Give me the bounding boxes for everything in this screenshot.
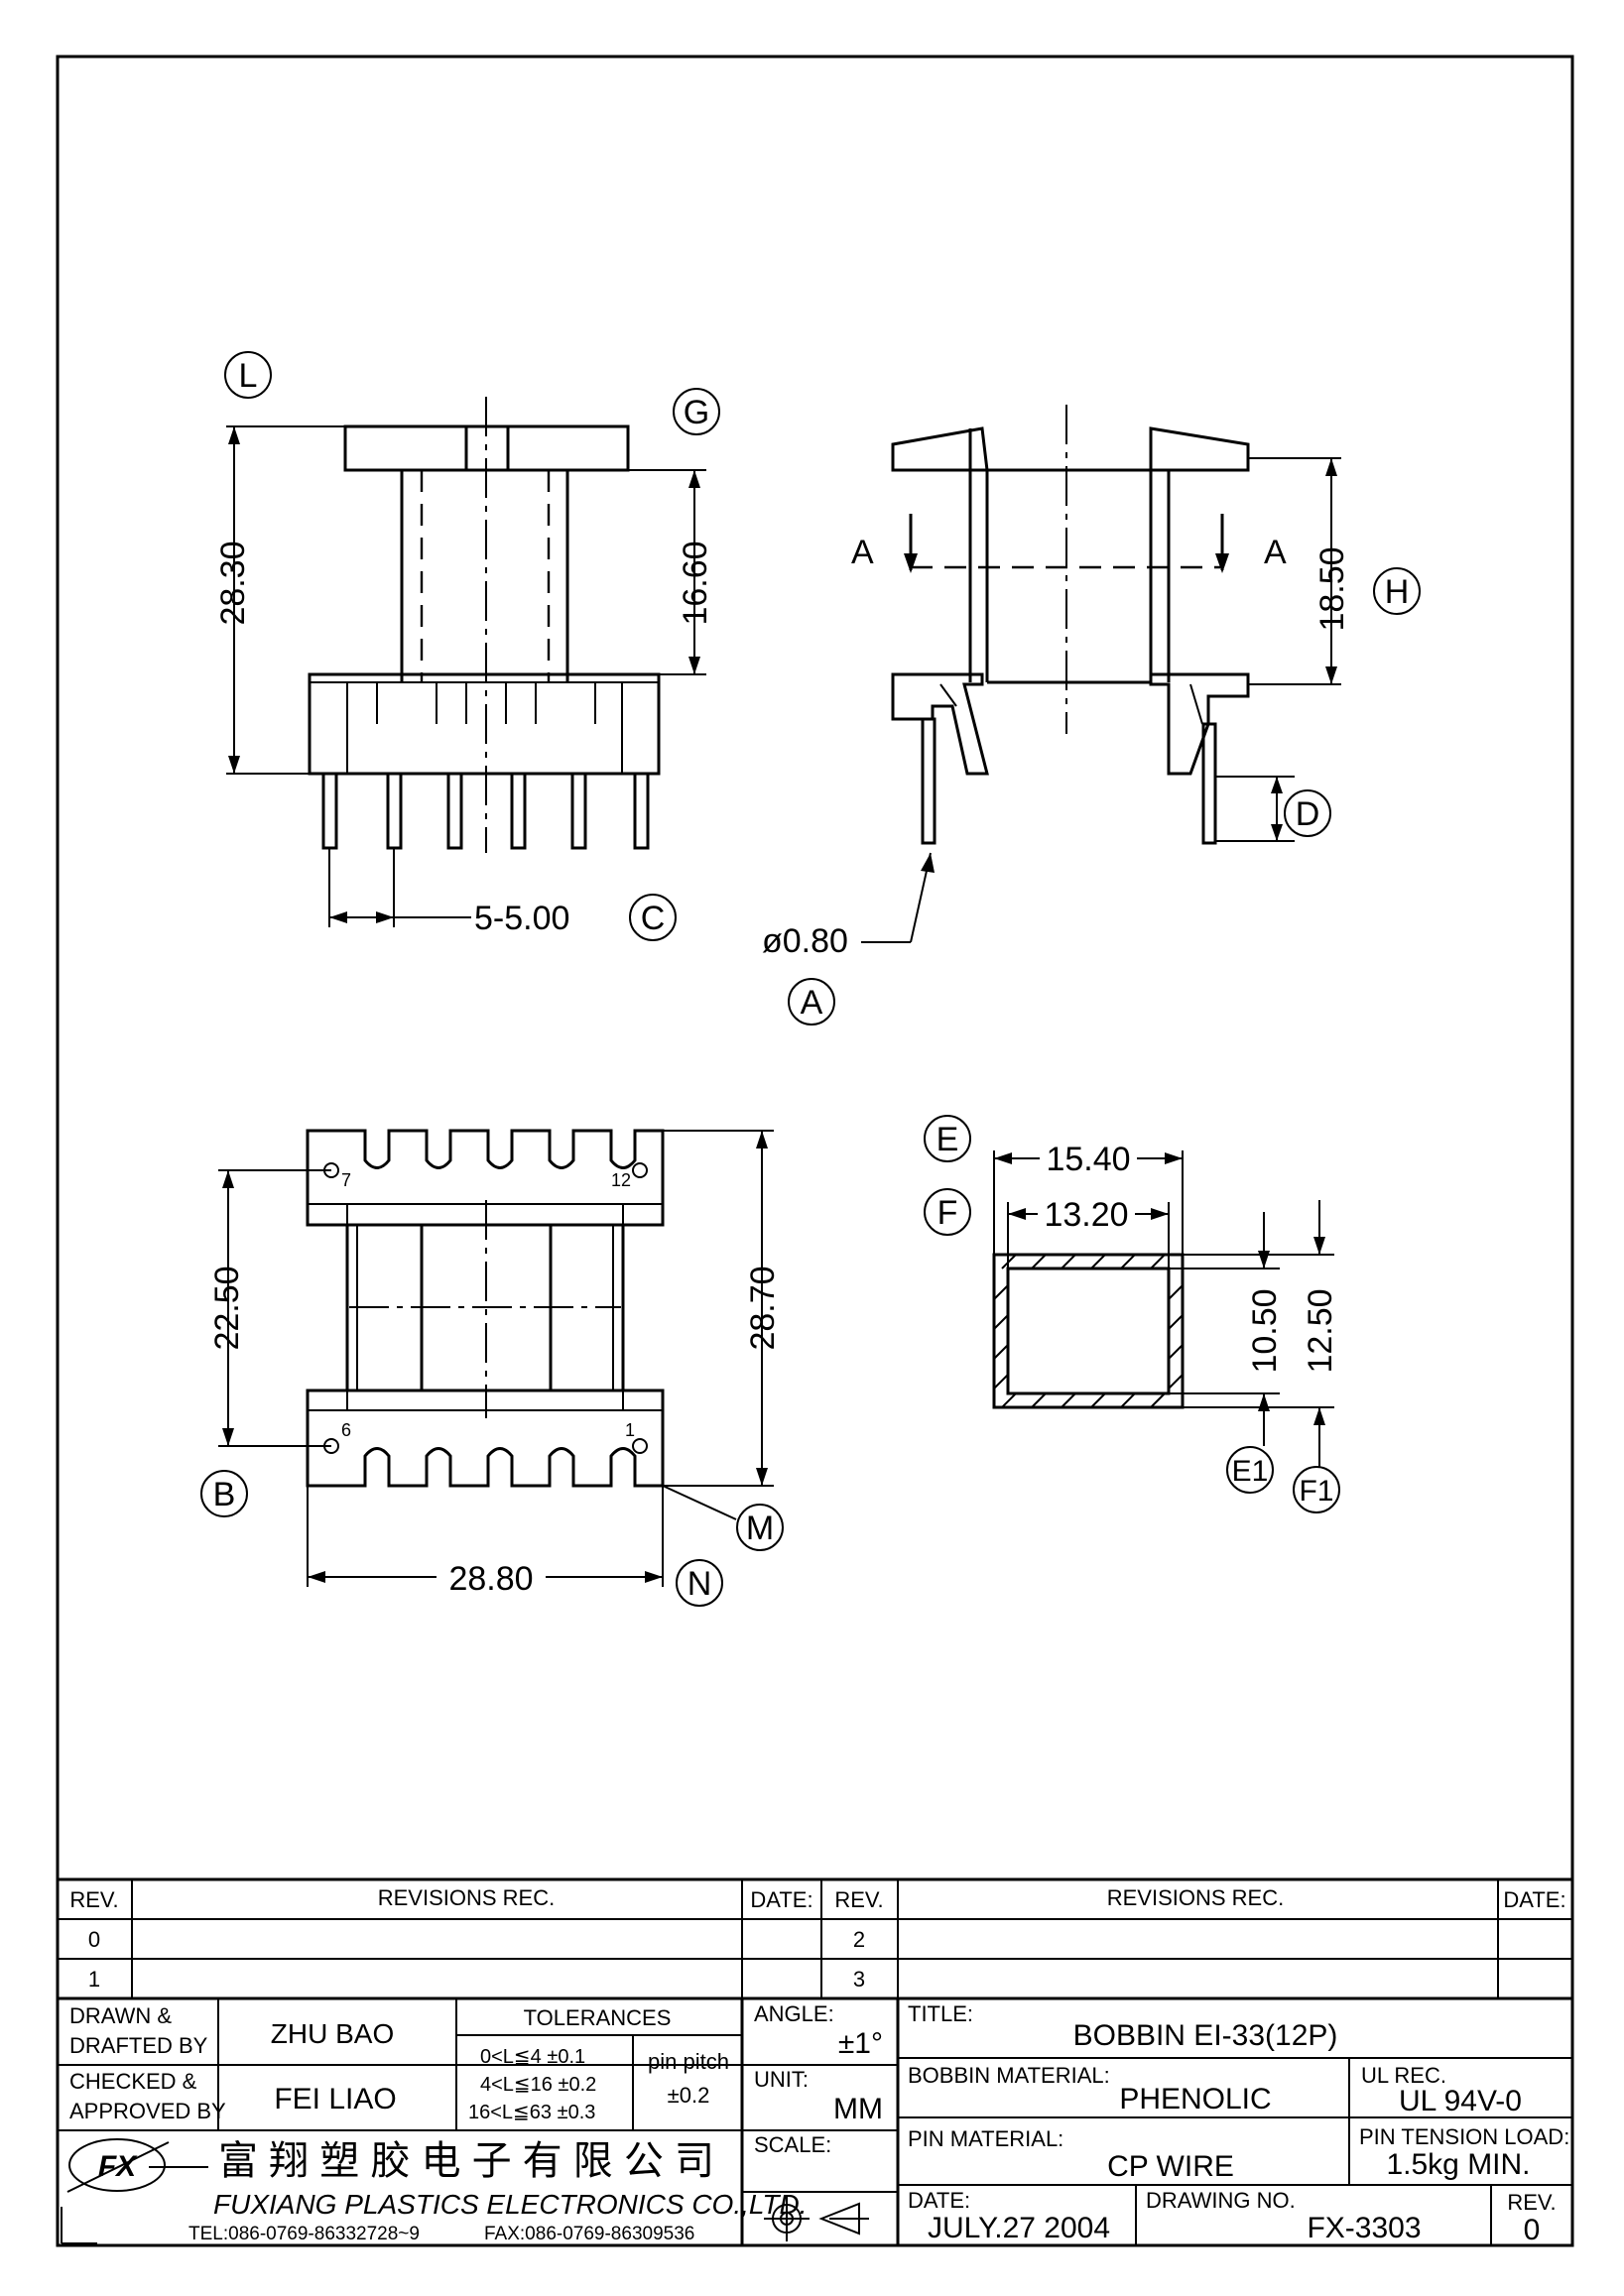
- pin-pitch-value: ±0.2: [668, 2083, 710, 2108]
- date-col-header-left: DATE:: [750, 1887, 812, 1912]
- tolerance-row-3: 16<L≦63 ±0.3: [468, 2102, 595, 2123]
- date-label: DATE:: [908, 2188, 970, 2213]
- callout-H: H: [1385, 573, 1410, 611]
- drawn-value: ZHU BAO: [271, 2018, 394, 2049]
- pin-number-7: 7: [341, 1170, 351, 1190]
- tolerance-row-2: 4<L≦16 ±0.2: [480, 2074, 596, 2096]
- callout-N: N: [687, 1565, 712, 1603]
- dim-pin-dia: ø0.80: [762, 922, 848, 960]
- callout-D: D: [1296, 795, 1320, 833]
- sheet-frame: [56, 55, 1574, 2247]
- title-block: REV. REVISIONS REC. DATE: REV. REVISIONS…: [58, 1877, 1572, 2246]
- rev-row-0: 0: [88, 1927, 100, 1952]
- callout-E1: E1: [1232, 1455, 1269, 1488]
- ul-label: UL REC.: [1361, 2063, 1446, 2088]
- pin-number-6: 6: [341, 1420, 351, 1440]
- callout-G: G: [684, 394, 709, 431]
- company-tel: TEL:086-0769-86332728~9: [188, 2224, 420, 2244]
- dim-10-50: 10.50: [1246, 1288, 1284, 1373]
- rev-label: REV.: [1507, 2190, 1556, 2215]
- pin-material-label: PIN MATERIAL:: [908, 2126, 1063, 2151]
- callout-L: L: [239, 357, 258, 395]
- callout-E: E: [937, 1121, 959, 1158]
- scale-label: SCALE:: [754, 2132, 831, 2157]
- bobbin-material-value: PHENOLIC: [1119, 2083, 1271, 2115]
- dim-16-60: 16.60: [677, 541, 714, 625]
- front-view: 28.30 16.60 5-5.00 L G C: [214, 351, 720, 941]
- tension-value: 1.5kg MIN.: [1386, 2148, 1530, 2181]
- dim-22-50: 22.50: [208, 1266, 246, 1350]
- company-name-cn: 富 翔 塑 胶 电 子 有 限 公 司: [218, 2139, 714, 2183]
- rev-value: 0: [1524, 2214, 1541, 2246]
- side-view: A A 18.50 H D ø0.80 A: [762, 405, 1421, 1026]
- title-value: BOBBIN EI-33(12P): [1073, 2019, 1338, 2052]
- dim-28-30: 28.30: [214, 541, 252, 625]
- rec-col-header-right: REVISIONS REC.: [1107, 1885, 1284, 1910]
- unit-label: UNIT:: [754, 2067, 809, 2092]
- date-col-header-right: DATE:: [1503, 1887, 1565, 1912]
- logo-text: FX: [98, 2150, 138, 2183]
- angle-value: ±1°: [838, 2027, 883, 2060]
- section-view: 15.40 13.20 E F 10.50 12.50 E1 F1: [924, 1115, 1340, 1513]
- checked-label-2: APPROVED BY: [69, 2099, 226, 2123]
- rev-col-header-left: REV.: [69, 1887, 118, 1912]
- tension-label: PIN TENSION LOAD:: [1359, 2124, 1569, 2149]
- dim-18-50: 18.50: [1313, 546, 1351, 631]
- checked-value: FEI LIAO: [274, 2083, 396, 2115]
- pin-number-12: 12: [611, 1170, 631, 1190]
- tolerances-label: TOLERANCES: [524, 2005, 672, 2030]
- dim-13-20: 13.20: [1044, 1196, 1128, 1234]
- title-label: TITLE:: [908, 2001, 973, 2026]
- tolerance-row-1: 0<L≦4 ±0.1: [480, 2046, 585, 2068]
- company-fax: FAX:086-0769-86309536: [484, 2224, 694, 2244]
- pin-pitch-label: pin pitch: [648, 2049, 729, 2074]
- callout-M: M: [746, 1510, 774, 1547]
- rev-row-3: 3: [853, 1967, 865, 1992]
- section-label-right: A: [1264, 534, 1287, 571]
- company-name-en: FUXIANG PLASTICS ELECTRONICS CO.,LTD.: [213, 2189, 807, 2220]
- section-label-left: A: [851, 534, 874, 571]
- rev-row-2: 2: [853, 1927, 865, 1952]
- date-value: JULY.27 2004: [928, 2212, 1110, 2244]
- rec-col-header-left: REVISIONS REC.: [378, 1885, 555, 1910]
- callout-C: C: [641, 900, 666, 937]
- pin-number-1: 1: [625, 1420, 635, 1440]
- pin-material-value: CP WIRE: [1107, 2150, 1234, 2183]
- drawn-label-1: DRAWN &: [69, 2003, 172, 2028]
- checked-label-1: CHECKED &: [69, 2069, 197, 2094]
- drawing-no-label: DRAWING NO.: [1146, 2188, 1296, 2213]
- company-logo: FX: [66, 2138, 208, 2193]
- bobbin-material-label: BOBBIN MATERIAL:: [908, 2063, 1110, 2088]
- callout-B: B: [213, 1476, 236, 1513]
- bottom-view: 7 12 6 1 22.50 28.70: [200, 1129, 784, 1607]
- dim-pitch: 5-5.00: [474, 900, 569, 937]
- projection-symbol-icon: [764, 2196, 869, 2241]
- ul-value: UL 94V-0: [1399, 2085, 1522, 2117]
- callout-F: F: [937, 1194, 958, 1232]
- callout-F1: F1: [1299, 1475, 1333, 1508]
- drawing-no-value: FX-3303: [1307, 2212, 1421, 2244]
- dim-28-70: 28.70: [744, 1266, 782, 1350]
- rev-row-1: 1: [88, 1967, 100, 1992]
- dim-15-40: 15.40: [1046, 1141, 1130, 1178]
- dim-12-50: 12.50: [1302, 1288, 1339, 1373]
- angle-label: ANGLE:: [754, 2001, 834, 2026]
- rev-col-header-right: REV.: [834, 1887, 883, 1912]
- unit-value: MM: [833, 2093, 883, 2125]
- dim-28-80: 28.80: [448, 1560, 533, 1598]
- callout-A: A: [801, 984, 823, 1022]
- drawn-label-2: DRAFTED BY: [69, 2033, 208, 2058]
